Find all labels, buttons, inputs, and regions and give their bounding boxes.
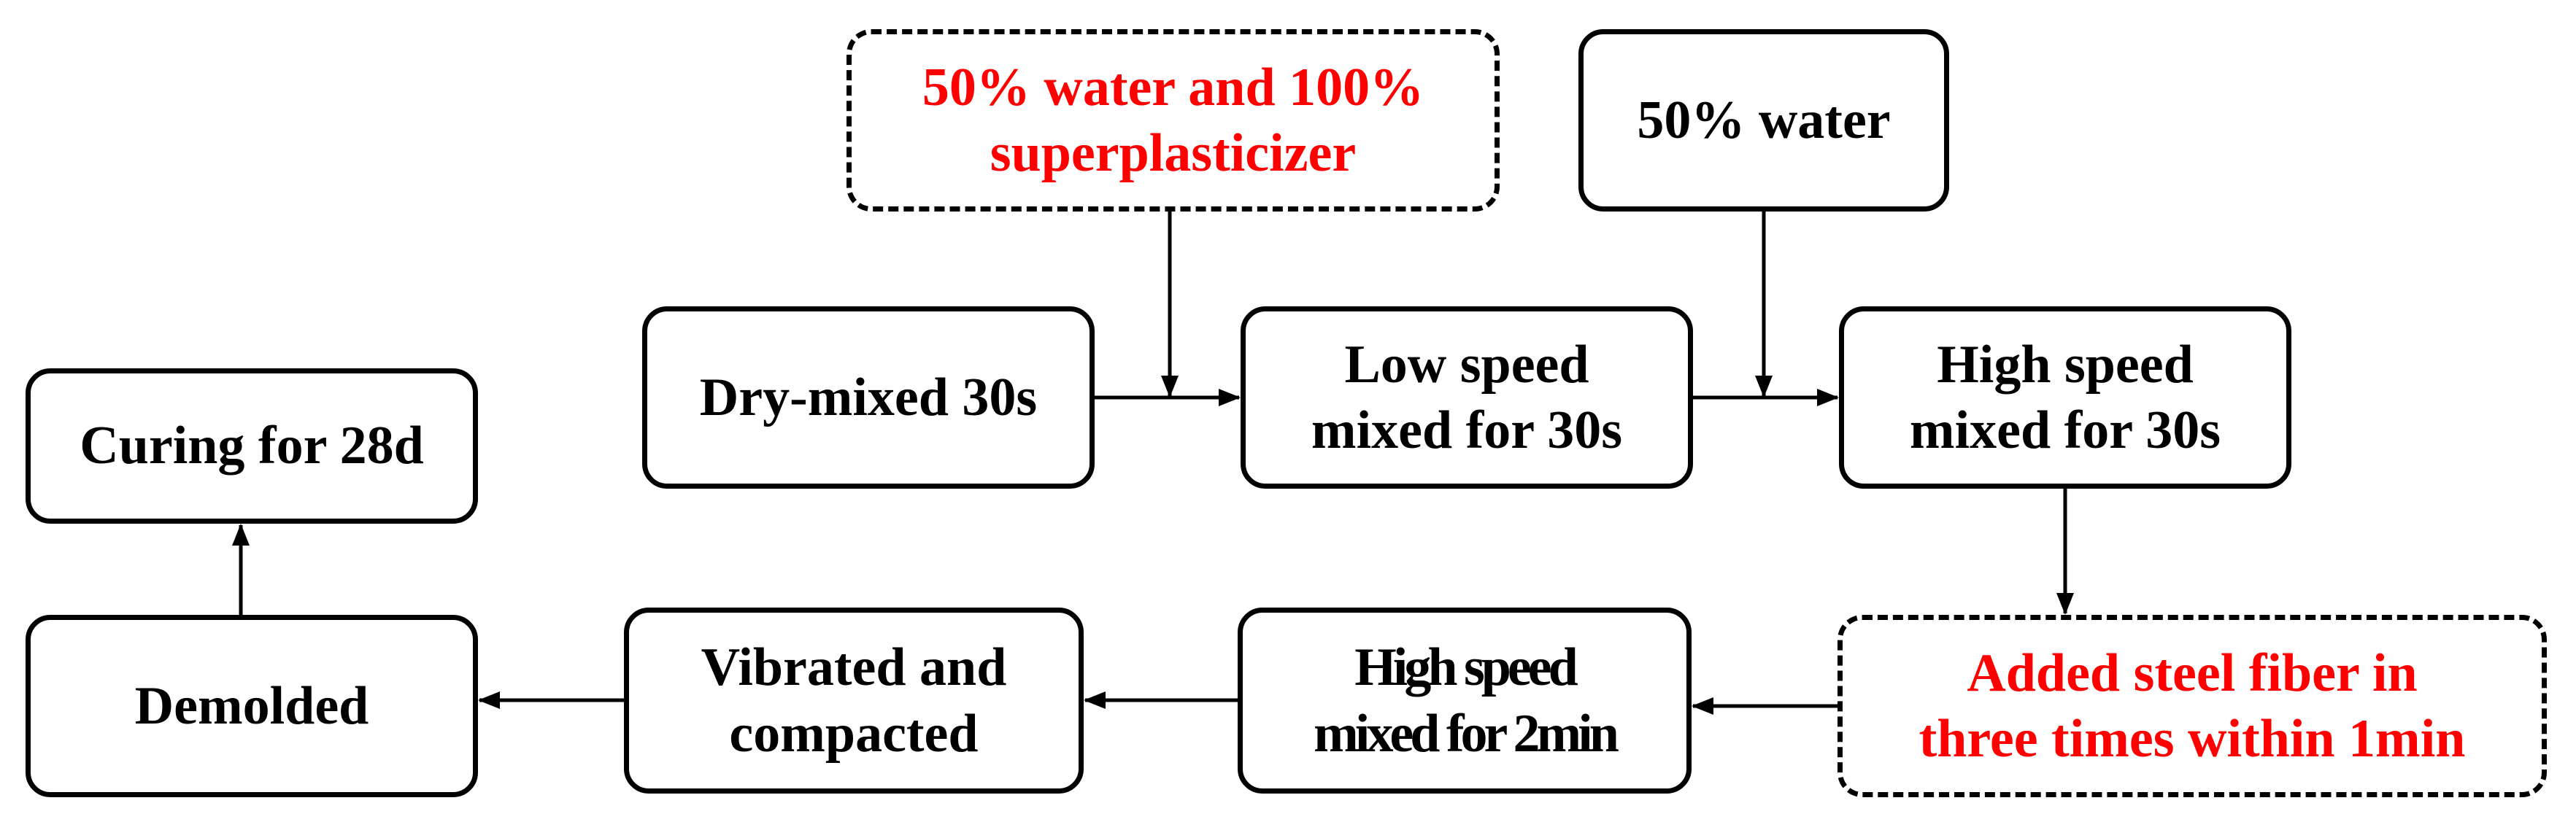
node-high-speed-30s-line-1: High speed xyxy=(1937,334,2194,395)
node-dry-mixed: Dry-mixed 30s xyxy=(642,306,1095,489)
node-demolded-line-1: Demolded xyxy=(134,675,369,736)
node-high-speed-30s-line-2: mixed for 30s xyxy=(1909,400,2221,460)
node-dry-mixed-line-1: Dry-mixed 30s xyxy=(699,367,1038,427)
node-low-speed-line-2: mixed for 30s xyxy=(1311,400,1623,460)
node-curing: Curing for 28d xyxy=(26,368,478,524)
node-curing-line-1: Curing for 28d xyxy=(80,416,424,476)
node-water-50: 50% water xyxy=(1578,29,1949,212)
node-water-50-line-1: 50% water xyxy=(1637,90,1891,150)
node-water-superplasticizer: 50% water and 100% superplasticizer xyxy=(847,29,1500,212)
node-vibrated-line-1: Vibrated and xyxy=(701,637,1007,698)
node-high-speed-2min-line-2: mixed for 2min xyxy=(1314,703,1619,764)
node-water-superplasticizer-line-2: superplasticizer xyxy=(990,123,1357,183)
node-high-speed-2min: High speed mixed for 2min xyxy=(1238,608,1692,794)
node-demolded: Demolded xyxy=(26,615,478,797)
node-high-speed-2min-line-1: High speed xyxy=(1354,637,1578,698)
node-steel-fiber-line-2: three times within 1min xyxy=(1918,709,2466,769)
node-low-speed: Low speed mixed for 30s xyxy=(1241,306,1693,489)
node-low-speed-line-1: Low speed xyxy=(1344,334,1589,395)
node-steel-fiber: Added steel fiber in three times within … xyxy=(1837,615,2547,797)
node-water-superplasticizer-line-1: 50% water and 100% xyxy=(922,57,1424,117)
node-vibrated-line-2: compacted xyxy=(729,703,979,764)
node-vibrated: Vibrated and compacted xyxy=(624,608,1084,794)
node-steel-fiber-line-1: Added steel fiber in xyxy=(1967,643,2418,703)
node-high-speed-30s: High speed mixed for 30s xyxy=(1839,306,2291,489)
